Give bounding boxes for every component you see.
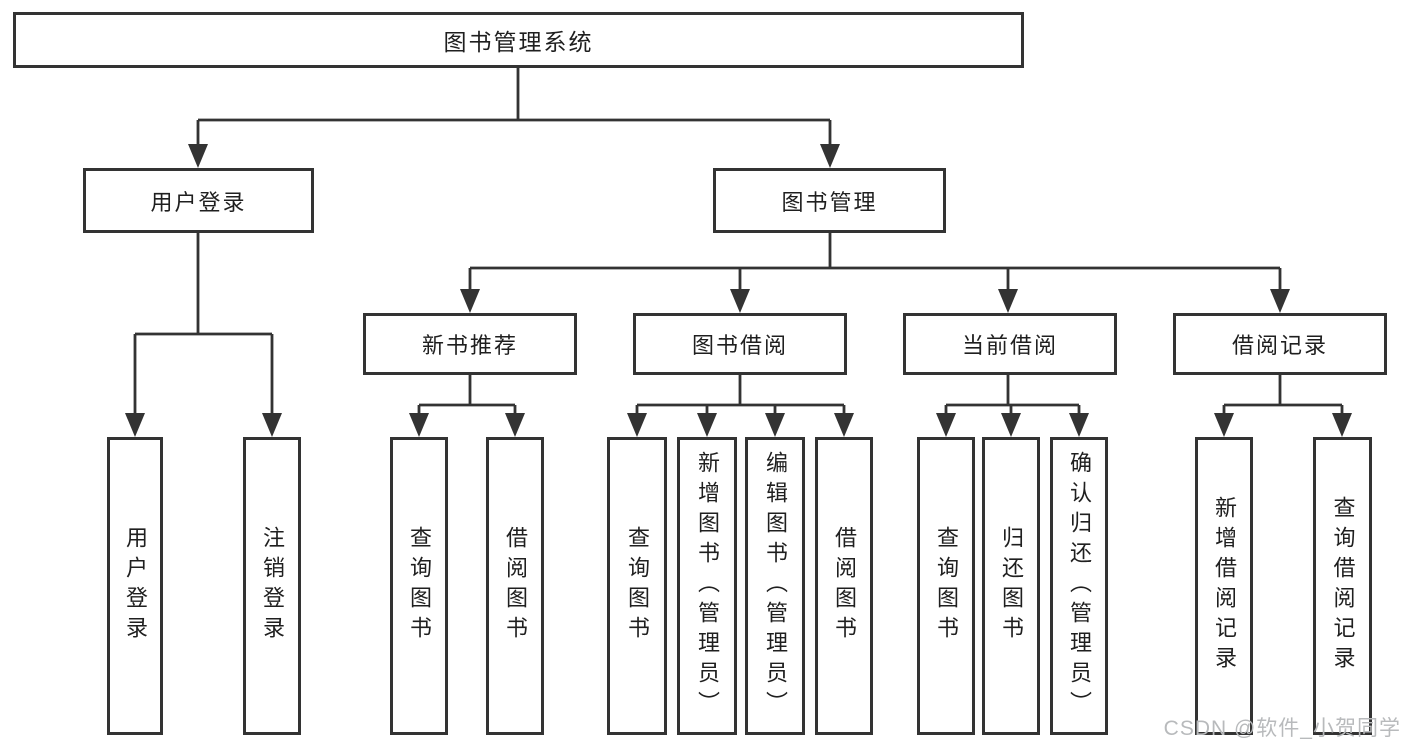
arrowhead: [834, 413, 854, 437]
leaf-return-books: 归还图书: [982, 437, 1040, 735]
connector-borrow-records-to-leaves: [1214, 374, 1352, 437]
arrowhead: [936, 413, 956, 437]
arrowhead: [125, 413, 145, 437]
leaf-add-borrow-record: 新增借阅记录: [1195, 437, 1253, 735]
leaf-confirm-return-admin-label: 确认归还（管理员）: [1067, 451, 1092, 721]
arrowhead: [765, 413, 785, 437]
leaf-edit-books-admin-label: 编辑图书（管理员）: [763, 451, 788, 721]
arrowhead: [627, 413, 647, 437]
leaf-confirm-return-admin: 确认归还（管理员）: [1050, 437, 1108, 735]
leaf-query-books-3-label: 查询图书: [934, 526, 959, 646]
connector-new-book-recommend-to-leaves: [409, 374, 525, 437]
connector-book-management-to-level3: [460, 232, 1290, 313]
node-root: 图书管理系统: [13, 12, 1024, 68]
node-book-borrow: 图书借阅: [633, 313, 847, 375]
arrowhead: [998, 289, 1018, 313]
leaf-borrow-books-2-label: 借阅图书: [832, 526, 857, 646]
leaf-add-borrow-record-label: 新增借阅记录: [1212, 496, 1237, 676]
arrowhead: [505, 413, 525, 437]
leaf-user-login: 用户登录: [107, 437, 163, 735]
node-borrow-records: 借阅记录: [1173, 313, 1387, 375]
arrowhead: [1001, 413, 1021, 437]
leaf-logout-login: 注销登录: [243, 437, 301, 735]
leaf-query-books-1: 查询图书: [390, 437, 448, 735]
node-book-borrow-label: 图书借阅: [691, 333, 788, 358]
node-borrow-records-label: 借阅记录: [1231, 333, 1328, 358]
leaf-return-books-label: 归还图书: [999, 526, 1024, 646]
leaf-borrow-books-2: 借阅图书: [815, 437, 873, 735]
leaf-borrow-books-1-label: 借阅图书: [503, 526, 528, 646]
arrowhead: [1214, 413, 1234, 437]
leaf-borrow-books-1: 借阅图书: [486, 437, 544, 735]
leaf-query-borrow-record: 查询借阅记录: [1313, 437, 1372, 735]
connector-current-borrow-to-leaves: [936, 374, 1089, 437]
arrowhead: [697, 413, 717, 437]
leaf-edit-books-admin: 编辑图书（管理员）: [745, 437, 805, 735]
leaf-add-books-admin-label: 新增图书（管理员）: [695, 451, 720, 721]
leaf-query-books-2: 查询图书: [607, 437, 667, 735]
node-user-login-label: 用户登录: [150, 189, 247, 215]
arrowhead: [460, 289, 480, 313]
node-user-login: 用户登录: [83, 168, 314, 233]
arrowhead: [262, 413, 282, 437]
leaf-logout-login-label: 注销登录: [260, 526, 285, 646]
node-current-borrow-label: 当前借阅: [961, 333, 1058, 358]
leaf-query-books-3: 查询图书: [917, 437, 975, 735]
watermark: CSDN @软件_小贺同学: [1163, 717, 1401, 740]
connector-user-login-to-leaves: [125, 233, 282, 437]
connector-root-to-level2: [188, 68, 840, 168]
leaf-add-books-admin: 新增图书（管理员）: [677, 437, 737, 735]
arrowhead: [820, 144, 840, 168]
node-root-label: 图书管理系统: [443, 29, 594, 55]
node-new-book-recommend-label: 新书推荐: [421, 333, 518, 358]
leaf-user-login-label: 用户登录: [123, 526, 148, 646]
leaf-query-books-1-label: 查询图书: [407, 526, 432, 646]
node-new-book-recommend: 新书推荐: [363, 313, 577, 375]
node-current-borrow: 当前借阅: [903, 313, 1117, 375]
leaf-query-borrow-record-label: 查询借阅记录: [1330, 496, 1356, 676]
connector-book-borrow-to-leaves: [627, 374, 854, 437]
arrowhead: [730, 289, 750, 313]
arrowhead: [1332, 413, 1352, 437]
arrowhead: [188, 144, 208, 168]
arrowhead: [409, 413, 429, 437]
arrowhead: [1270, 289, 1290, 313]
arrowhead: [1069, 413, 1089, 437]
node-book-management: 图书管理: [713, 168, 946, 233]
node-book-management-label: 图书管理: [781, 189, 878, 215]
leaf-query-books-2-label: 查询图书: [625, 526, 650, 646]
